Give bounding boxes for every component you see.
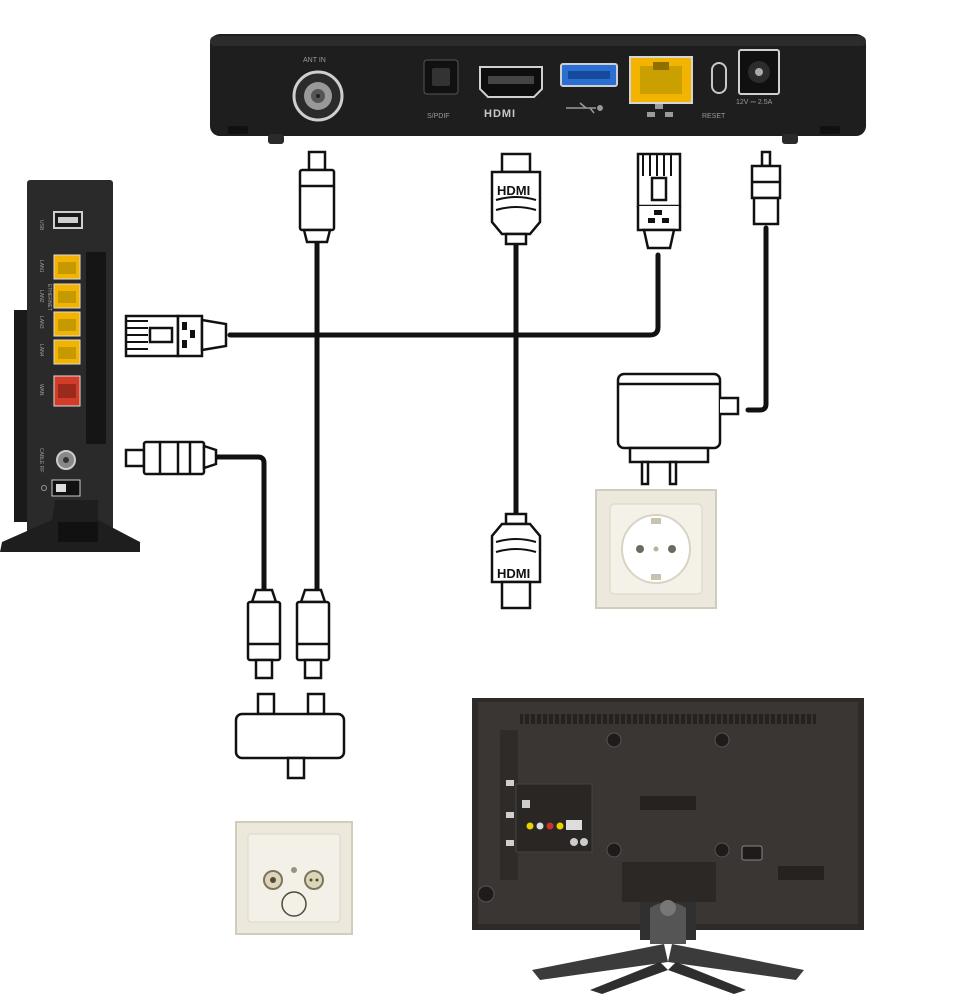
coax-plug-icon: [298, 150, 336, 244]
hdmi-port[interactable]: [479, 66, 543, 98]
modem-cable-rf-label: CABLE RF: [38, 448, 44, 472]
hdmi-top-label: HDMI: [497, 183, 530, 198]
coax-plug-icon: [295, 588, 331, 680]
coax-cable-modem: [211, 454, 267, 595]
cables: [211, 225, 769, 595]
modem-wan-label: WAN: [38, 384, 44, 396]
hdmi-plug-icon: HDMI: [490, 512, 542, 610]
ethernet-port[interactable]: [629, 56, 693, 104]
antenna-socket-icon: [235, 821, 353, 935]
coax-plug-icon: [124, 440, 218, 476]
modem-lan4-label: LAN4: [38, 344, 44, 357]
hdmi-plug-icon: HDMI: [490, 152, 542, 246]
hdmi-port-label: HDMI: [484, 108, 516, 120]
modem-lan-port-4[interactable]: [53, 339, 81, 365]
ethernet-plug-icon: [636, 152, 682, 250]
ant-in-label: ANT IN: [303, 57, 326, 64]
ethernet-plug-icon: [124, 314, 228, 358]
power-label: 12V ⎓ 2.5A: [736, 99, 773, 106]
modem-power-switch[interactable]: [51, 479, 81, 497]
tv-io-panel: [515, 783, 593, 853]
ethernet-cable: [227, 252, 661, 338]
settop-box: ANT IN S/PDIF HDMI: [210, 34, 866, 144]
reset-button[interactable]: [711, 62, 727, 94]
power-port[interactable]: [738, 49, 780, 95]
spdif-label: S/PDIF: [427, 113, 450, 120]
cable-modem: USB LAN1 LAN2 ETHERNET LAN3 LAN4 WAN CAB…: [0, 180, 140, 552]
modem-lan2-label: LAN2: [38, 290, 44, 303]
modem-lan1-label: LAN1: [38, 260, 44, 273]
modem-power-icon: [41, 485, 47, 491]
hdmi-bottom-label: HDMI: [497, 566, 530, 581]
modem-usb-label: USB: [38, 220, 44, 231]
tv-stand: [532, 900, 804, 994]
network-icon: [647, 104, 673, 117]
power-plug-icon: [750, 150, 782, 226]
reset-label: RESET: [702, 113, 726, 120]
tv-back: [472, 698, 864, 930]
spdif-port[interactable]: [423, 59, 459, 95]
usb-icon: [566, 102, 603, 114]
ant-in-port[interactable]: [292, 70, 344, 122]
usb-port[interactable]: [560, 63, 618, 87]
modem-lan-port-2[interactable]: [53, 283, 81, 309]
modem-cable-rf-port[interactable]: [56, 450, 76, 470]
coax-plug-icon: [246, 588, 282, 680]
splitter-icon: [234, 692, 346, 780]
modem-wan-port[interactable]: [53, 375, 81, 407]
modem-ethernet-label: ETHERNET: [46, 284, 52, 311]
power-cable: [745, 225, 769, 413]
modem-usb-port[interactable]: [53, 211, 83, 229]
wall-socket-icon: [595, 489, 717, 609]
modem-lan3-label: LAN3: [38, 316, 44, 329]
modem-lan-port-3[interactable]: [53, 311, 81, 337]
modem-lan-port-1[interactable]: [53, 254, 81, 280]
power-adapter: [616, 372, 740, 486]
